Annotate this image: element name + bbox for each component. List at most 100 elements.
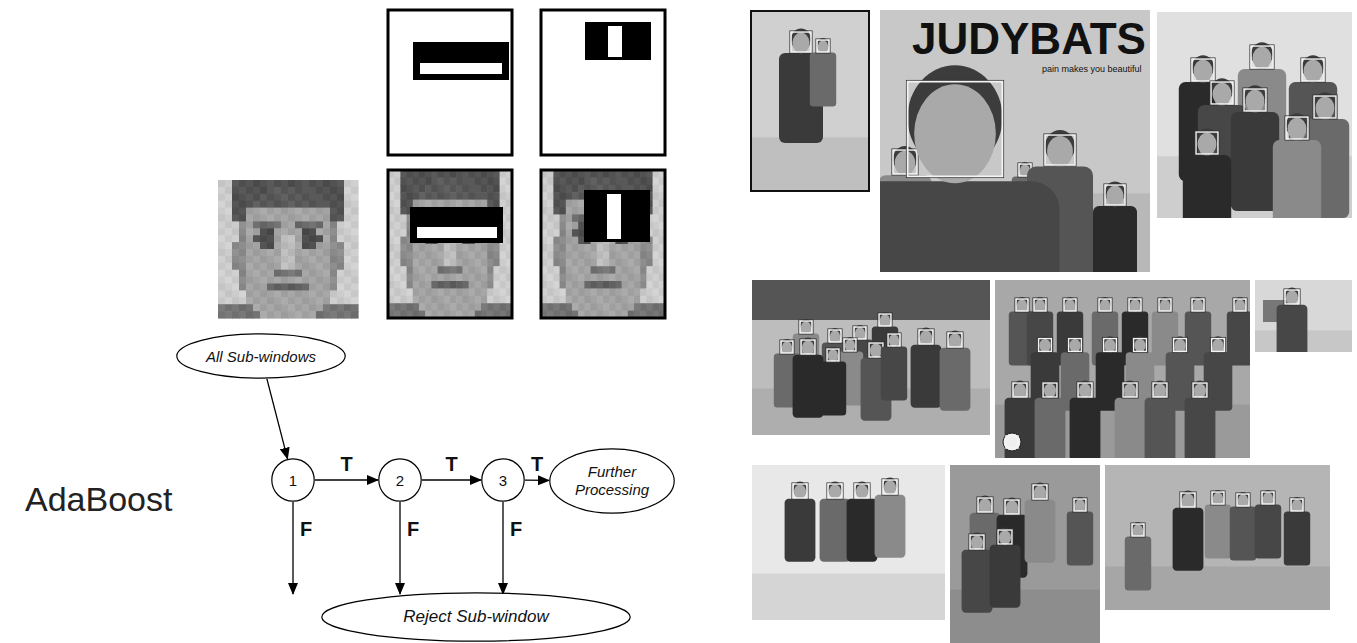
- detection-box: [801, 340, 815, 354]
- face-pixel: [316, 194, 324, 202]
- head: [1238, 494, 1248, 506]
- face-pixel: [394, 281, 401, 289]
- face-pixel: [295, 187, 303, 195]
- head: [782, 341, 792, 353]
- face-pixel: [487, 303, 494, 311]
- face-pixel: [469, 288, 476, 296]
- face-pixel: [344, 242, 352, 250]
- face-pixel: [316, 221, 324, 229]
- photo: [880, 10, 1150, 272]
- face-pixel: [462, 296, 469, 304]
- face-pixel: [232, 228, 240, 236]
- face-pixel: [560, 177, 567, 185]
- face-pixel: [225, 201, 233, 209]
- head: [829, 484, 841, 499]
- face-pixel: [566, 185, 573, 193]
- face-pixel: [267, 180, 275, 188]
- body: [820, 499, 851, 562]
- detection-box: [888, 334, 900, 346]
- face-pixel: [267, 270, 275, 278]
- face-pixel: [425, 288, 432, 296]
- face-pixel: [246, 270, 254, 278]
- detection-box: [1153, 383, 1167, 397]
- face-pixel: [603, 266, 610, 274]
- face-pixel: [267, 201, 275, 209]
- face-pixel: [394, 177, 401, 185]
- face-pixel: [425, 303, 432, 311]
- face-pixel: [622, 288, 629, 296]
- face-pixel: [274, 208, 282, 216]
- input-ellipse: All Sub-windows: [176, 333, 346, 379]
- face-pixel: [615, 259, 622, 267]
- detection-box: [1099, 299, 1111, 311]
- face-pixel: [246, 290, 254, 298]
- detection-box-edge: [1073, 498, 1087, 512]
- face-pixel: [253, 221, 261, 229]
- face-pixel: [634, 266, 641, 274]
- face-pixel: [337, 228, 345, 236]
- detection-box-edge: [843, 338, 857, 352]
- face-pixel: [419, 303, 426, 311]
- face-pixel: [450, 251, 457, 259]
- head: [1047, 136, 1073, 167]
- face-pixel: [653, 288, 660, 296]
- face-pixel: [351, 228, 359, 236]
- detection-box: [1104, 339, 1117, 352]
- face-pixel: [456, 296, 463, 304]
- face-pixel: [218, 277, 226, 285]
- cover-title: JUDYBATS: [912, 14, 1146, 64]
- face-pixel: [267, 277, 275, 285]
- face-pixel: [337, 194, 345, 202]
- face-pixel: [260, 263, 268, 271]
- face-pixel: [394, 296, 401, 304]
- face-pixel: [295, 215, 303, 223]
- face-pixel: [438, 281, 445, 289]
- face-pixel: [281, 242, 289, 250]
- face-pixel: [239, 215, 247, 223]
- face-pixel: [475, 296, 482, 304]
- face-pixel: [481, 251, 488, 259]
- face-pixel: [394, 251, 401, 259]
- detection-box: [879, 314, 891, 326]
- face-pixel: [274, 277, 282, 285]
- face-pixel: [438, 274, 445, 282]
- face-pixel: [456, 288, 463, 296]
- face-pixel: [274, 311, 282, 319]
- face-pixel: [553, 281, 560, 289]
- detection-box: [1045, 135, 1075, 165]
- face-pixel: [653, 229, 660, 237]
- face-pixel: [469, 296, 476, 304]
- face-pixel: [493, 296, 500, 304]
- face-pixel: [260, 215, 268, 223]
- face-pixel: [323, 235, 331, 243]
- head: [1213, 492, 1223, 504]
- head: [818, 40, 828, 52]
- face-pixel: [603, 259, 610, 267]
- head: [914, 84, 996, 183]
- face-pixel: [640, 296, 647, 304]
- face-pixel: [337, 263, 345, 271]
- face-pixel: [351, 180, 359, 188]
- face-pixel: [475, 274, 482, 282]
- body: [1230, 507, 1256, 561]
- face-pixel: [337, 284, 345, 292]
- face-pixel: [218, 187, 226, 195]
- face-pixel: [309, 249, 317, 257]
- face-pixel: [481, 274, 488, 282]
- head: [1014, 383, 1026, 398]
- body: [1093, 206, 1137, 272]
- face-pixel: [316, 228, 324, 236]
- face-pixel: [316, 180, 324, 188]
- face-pixel: [653, 266, 660, 274]
- face-pixel: [295, 311, 303, 319]
- head: [801, 321, 811, 333]
- detection-box: [829, 330, 841, 342]
- photo-border: [751, 11, 869, 191]
- face-pixel: [469, 274, 476, 282]
- face-pixel: [591, 177, 598, 185]
- detection-box: [828, 484, 842, 498]
- face-pixel: [295, 180, 303, 188]
- face-pixel: [438, 251, 445, 259]
- detection-box-edge: [1032, 484, 1048, 500]
